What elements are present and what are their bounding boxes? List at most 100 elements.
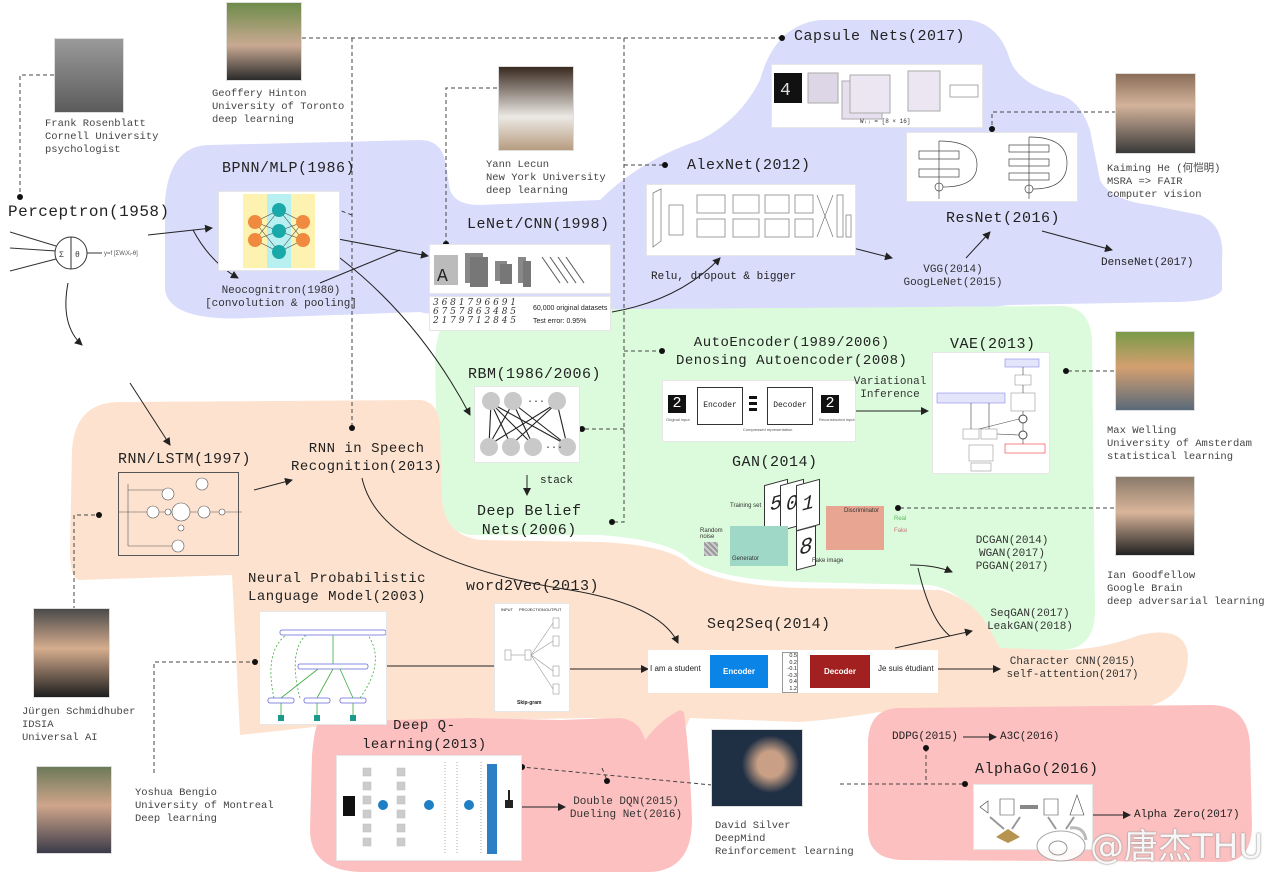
lenet-title: LeNet/CNN(1998) xyxy=(467,216,610,233)
neocognitron-line2: [convolution & pooling] xyxy=(205,298,357,310)
person-name: Yoshua Bengio xyxy=(135,787,217,799)
person-name: Jürgen Schmidhuber xyxy=(22,706,136,718)
arrow-speech-to-seq2seq xyxy=(361,477,679,644)
double-dqn: Double DQN(2015) xyxy=(573,796,679,808)
person-links xyxy=(19,37,1116,786)
leakgan: LeakGAN(2018) xyxy=(987,621,1073,633)
photo-welling xyxy=(1115,331,1195,411)
photo-schmidhuber xyxy=(33,608,110,698)
gan-discriminator: Discriminator xyxy=(826,506,884,550)
rnn-lstm-title: RNN/LSTM(1997) xyxy=(118,451,252,468)
person-name: Frank Rosenblatt xyxy=(45,118,146,130)
ae-original-label: Original input xyxy=(666,417,690,422)
person-affiliation: University of Toronto xyxy=(212,101,345,113)
alphazero-title: Alpha Zero(2017) xyxy=(1134,809,1240,821)
link-silver-double xyxy=(601,767,608,781)
ae-line1: AutoEncoder(1989/2006) xyxy=(693,335,890,351)
ae-input-digit: 2 xyxy=(668,395,686,413)
person-affiliation: MSRA => FAIR xyxy=(1107,176,1183,188)
perceptron-formula: y=f [ΣWᵢXᵢ-θ] xyxy=(104,251,138,257)
variational-line2: Inference xyxy=(860,389,920,401)
gan-discriminator-label: Discriminator xyxy=(844,508,880,514)
person-affiliation: Google Brain xyxy=(1107,583,1183,595)
seq2seq-source: I am a student xyxy=(650,664,701,673)
link-silver-dqn xyxy=(521,766,713,786)
person-field: Deep learning xyxy=(135,813,217,825)
vector-value: -0.3 xyxy=(787,672,797,679)
vgg-label: VGG(2014)GoogLeNet(2015) xyxy=(888,264,1018,290)
seq2seq-target: Je suis étudiant xyxy=(878,664,934,673)
arrow-neocognitron-to-lenet xyxy=(319,249,401,284)
gan-noise xyxy=(704,542,718,556)
vector-value: 0.2 xyxy=(789,659,797,666)
ae-reconstructed-label: Reconstructed input xyxy=(819,417,855,422)
photo-hinton xyxy=(226,2,302,81)
arrow-lstm-to-speech xyxy=(253,477,293,491)
perceptron-title: Perceptron(1958) xyxy=(8,203,170,221)
a3c-title: A3C(2016) xyxy=(1000,731,1060,743)
neocognitron-line1: Neocognitron(1980) xyxy=(221,285,341,297)
mnist-digits: 3 6 8 1 7 9 6 6 9 1 6 7 5 7 8 6 3 4 8 5 … xyxy=(433,298,517,326)
gan-generator: Generator xyxy=(730,526,788,566)
double-dqn-label: Double DQN(2015)Dueling Net(2016) xyxy=(566,796,686,822)
autoencoder-figure: 2 Original input Encoder Compressed repr… xyxy=(662,380,856,442)
capsule-title: Capsule Nets(2017) xyxy=(794,28,966,45)
link-he xyxy=(991,111,1116,128)
gan-training-label: Training set xyxy=(730,503,762,509)
person-affiliation: DeepMind xyxy=(715,833,766,845)
svg-text:···: ··· xyxy=(545,443,563,454)
ddpg-title: DDPG(2015) xyxy=(892,731,959,743)
arrow-bpnn-to-rbm xyxy=(339,257,471,416)
arrow-vgg-to-resnet xyxy=(965,231,991,259)
person-field: deep learning xyxy=(212,114,294,126)
capsule-figure: 4 Wᵢⱼ = [8 × 16] xyxy=(771,64,983,128)
alexnet-figure xyxy=(646,184,856,256)
arrow-bpnn-to-lenet xyxy=(337,238,429,259)
person-name: Max Welling xyxy=(1107,425,1177,437)
resnet-title: ResNet(2016) xyxy=(946,210,1061,227)
dqn-line2: learning(2013) xyxy=(362,737,487,753)
rbm-stack-label: stack xyxy=(540,475,574,487)
seq2seq-encoder: Encoder xyxy=(710,655,768,688)
gan-title: GAN(2014) xyxy=(732,454,818,471)
rbm-title: RBM(1986/2006) xyxy=(468,366,602,383)
nplm-line1: Neural Probabilistic xyxy=(248,571,427,587)
vae-figure xyxy=(932,352,1050,474)
link-lecun xyxy=(445,87,497,242)
seq2seq-decoder: Decoder xyxy=(810,655,870,688)
vector-value: 0.5 xyxy=(789,653,797,659)
vae-title: VAE(2013) xyxy=(950,336,1036,353)
person-affiliation: University of Montreal xyxy=(135,800,274,812)
person-name: David Silver xyxy=(715,820,791,832)
dqn-line1: Deep Q- xyxy=(393,718,456,734)
lenet-figure: A xyxy=(429,244,611,294)
person-name: Ian Goodfellow xyxy=(1107,570,1196,582)
person-field: Universal AI xyxy=(22,732,98,744)
gan-variants-label: DCGAN(2014)WGAN(2017)PGGAN(2017) xyxy=(962,535,1062,574)
rnn-speech-line1: RNN in Speech xyxy=(308,441,425,457)
svg-text:θ: θ xyxy=(75,251,80,260)
lenet-mnist: 3 6 8 1 7 9 6 6 9 1 6 7 5 7 8 6 3 4 8 5 … xyxy=(429,296,611,331)
link-rosenblatt xyxy=(19,74,54,195)
photo-bengio xyxy=(36,766,112,854)
vgg-line2: GoogLeNet(2015) xyxy=(903,277,1003,289)
person-affiliation: IDSIA xyxy=(22,719,54,731)
arrow-alexnet-to-vgg xyxy=(852,247,893,261)
gan-fakeout-label: Fake xyxy=(894,528,908,534)
w2v-output-label: OUTPUT xyxy=(545,607,562,612)
link-hinton-branch xyxy=(612,38,625,523)
rbm-figure: ······ xyxy=(474,386,580,463)
capsule-formula: Wᵢⱼ = [8 × 16] xyxy=(860,118,910,125)
lstm-figure xyxy=(118,472,242,556)
photo-silver xyxy=(711,729,803,807)
link-bengio xyxy=(153,661,255,773)
person-field: computer vision xyxy=(1107,189,1202,201)
seqgan: SeqGAN(2017) xyxy=(990,608,1070,620)
